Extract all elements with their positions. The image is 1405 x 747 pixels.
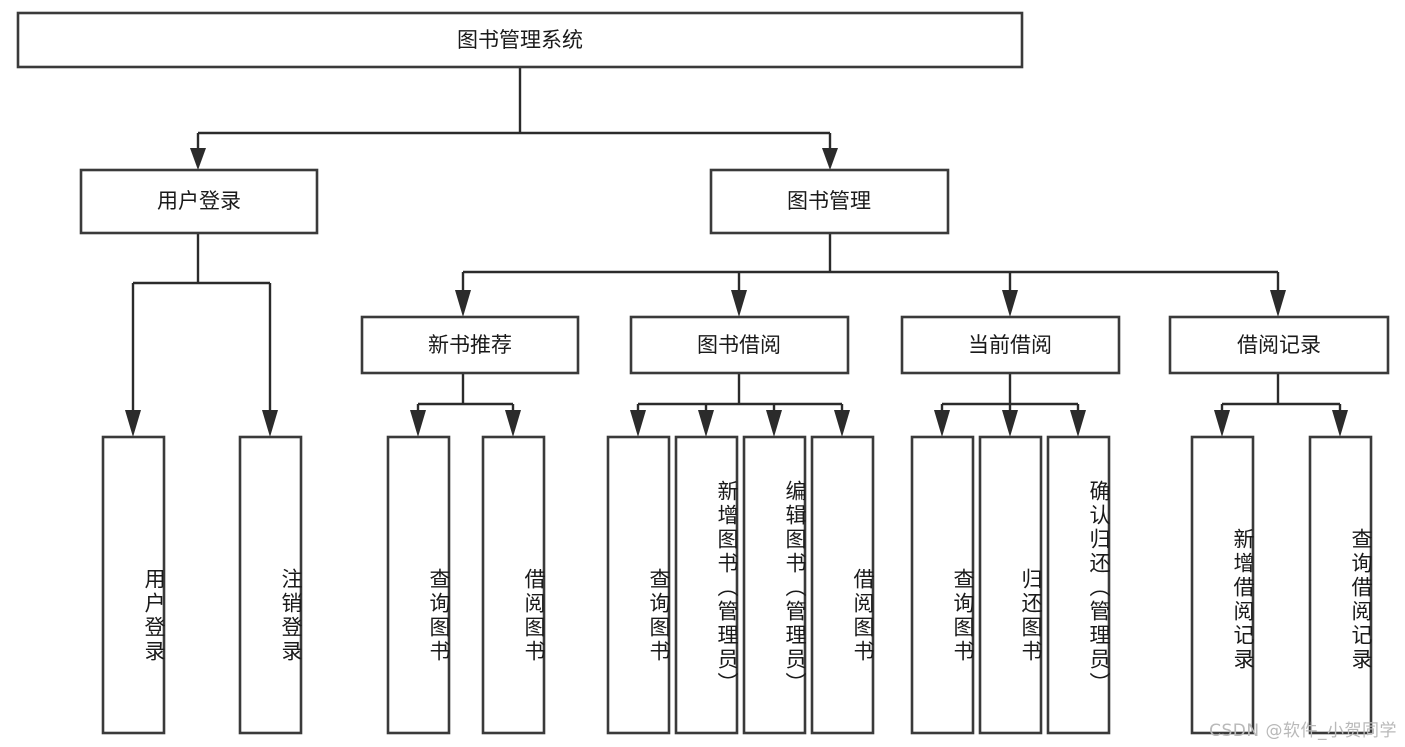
node-current-borrow-label: 当前借阅 <box>968 333 1052 357</box>
arrow-br-leaf-1 <box>1214 410 1230 437</box>
arrow-book-mgmt <box>822 148 838 170</box>
arrow-user-login <box>190 148 206 170</box>
node-borrow-record[interactable] <box>1168 315 1390 375</box>
arrow-br-leaf-2 <box>1332 410 1348 437</box>
node-borrow-record-label: 借阅记录 <box>1237 333 1321 357</box>
arrow-current-borrow <box>1002 290 1018 317</box>
node-book-management[interactable] <box>709 168 950 235</box>
node-book-management-label: 图书管理 <box>787 189 871 213</box>
node-user-login-label: 用户登录 <box>157 189 241 213</box>
node-new-book-recommend-label: 新书推荐 <box>428 333 512 357</box>
arrow-cb-leaf-2 <box>1002 410 1018 437</box>
leaf-nbr-1[interactable] <box>386 435 451 735</box>
arrow-bb-leaf-3 <box>766 410 782 437</box>
arrow-cb-leaf-1 <box>934 410 950 437</box>
leaf-cb-3[interactable] <box>1046 435 1111 735</box>
arrow-leaf-user-login <box>125 410 141 437</box>
leaf-user-login-2[interactable] <box>238 435 303 735</box>
arrow-bb-leaf-4 <box>834 410 850 437</box>
leaf-bb-3[interactable] <box>742 435 807 735</box>
node-root-label: 图书管理系统 <box>457 28 583 52</box>
arrow-nbr-leaf-1 <box>410 410 426 437</box>
node-new-book-recommend[interactable] <box>360 315 580 375</box>
leaf-bb-2[interactable] <box>674 435 739 735</box>
arrow-borrow-record <box>1270 290 1286 317</box>
leaf-cb-2[interactable] <box>978 435 1043 735</box>
leaf-bb-1[interactable] <box>606 435 671 735</box>
connector-layer <box>125 67 1348 437</box>
node-layer: 图书管理系统 用户登录 图书管理 新书推荐 图书借阅 当前借阅 借阅记录 <box>16 11 1390 735</box>
leaf-bb-4[interactable] <box>810 435 875 735</box>
leaf-cb-1[interactable] <box>910 435 975 735</box>
arrow-new-book-recommend <box>455 290 471 317</box>
arrow-leaf-logout <box>262 410 278 437</box>
node-current-borrow[interactable] <box>900 315 1121 375</box>
leaf-user-login-1[interactable] <box>101 435 166 735</box>
leaf-br-2[interactable] <box>1308 435 1373 735</box>
node-book-borrow-label: 图书借阅 <box>697 333 781 357</box>
node-user-login[interactable] <box>79 168 319 235</box>
leaf-br-1[interactable] <box>1190 435 1255 735</box>
arrow-bb-leaf-2 <box>698 410 714 437</box>
leaf-nbr-2[interactable] <box>481 435 546 735</box>
node-root[interactable] <box>16 11 1024 69</box>
arrow-book-borrow <box>731 290 747 317</box>
arrow-bb-leaf-1 <box>630 410 646 437</box>
arrow-cb-leaf-3 <box>1070 410 1086 437</box>
watermark-text: CSDN @软件_小贺同学 <box>1209 721 1397 741</box>
arrow-nbr-leaf-2 <box>505 410 521 437</box>
node-book-borrow[interactable] <box>629 315 850 375</box>
